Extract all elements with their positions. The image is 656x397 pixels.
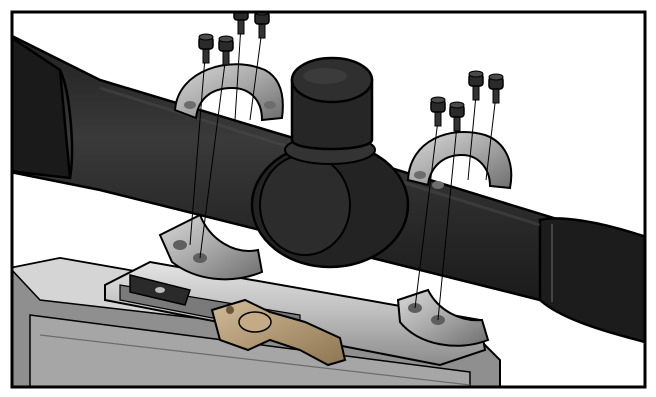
- screw-icon: [469, 71, 483, 100]
- screw-icon: [199, 34, 213, 63]
- turret-cap: [292, 58, 372, 149]
- screw-icon: [431, 97, 445, 126]
- screw-icon: [489, 74, 503, 103]
- screw-icon: [219, 36, 233, 65]
- screw-icon: [234, 5, 248, 34]
- front-ring-upper: [408, 132, 511, 189]
- screw-icon: [450, 102, 464, 131]
- rear-ring-upper: [175, 64, 283, 120]
